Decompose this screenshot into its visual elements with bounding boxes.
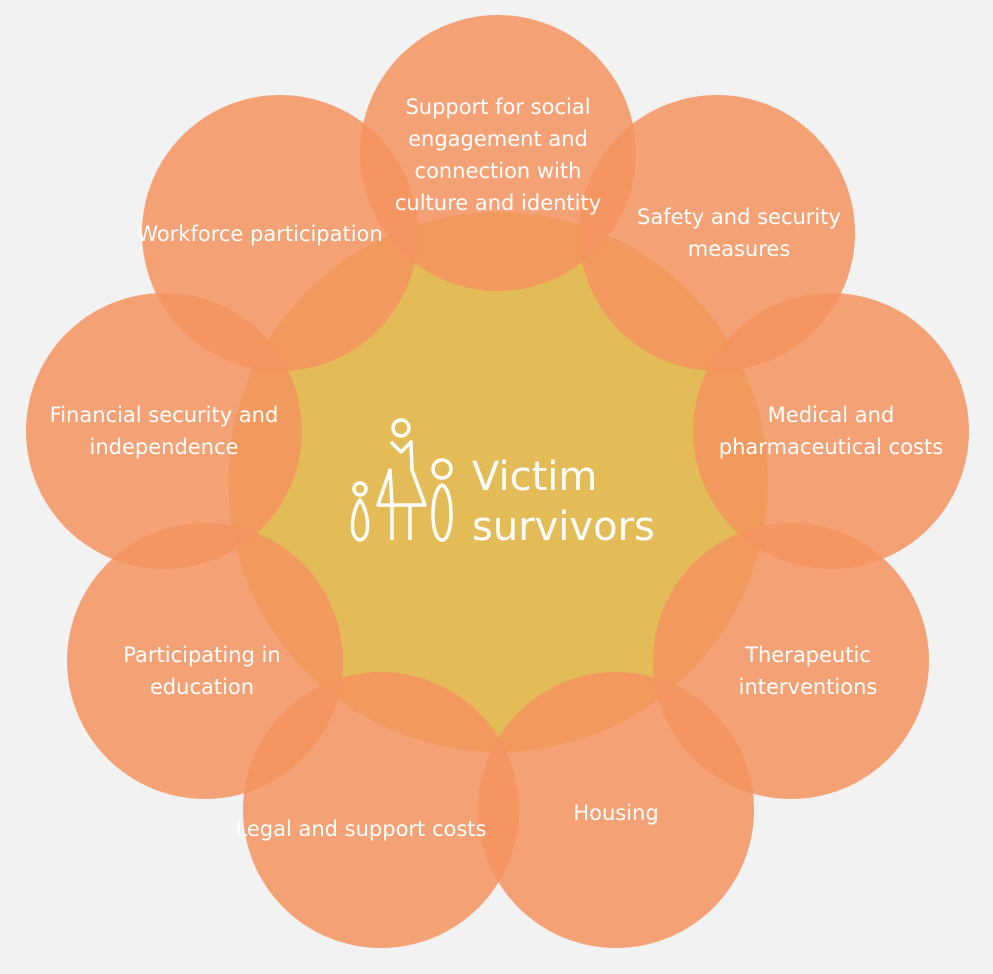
petal-social-engagement xyxy=(360,15,636,291)
center-disc xyxy=(228,212,768,752)
label-education: Participating in education xyxy=(123,643,281,699)
petal-medical-costs xyxy=(693,293,969,569)
petal-education xyxy=(67,523,343,799)
petal-housing xyxy=(478,672,754,948)
label-medical-costs: Medical and pharmaceutical costs xyxy=(718,403,944,459)
title-line-2: survivors xyxy=(472,504,655,550)
label-housing: Housing xyxy=(573,801,659,825)
center-title: Victim survivors xyxy=(472,452,655,552)
label-safety-security: Safety and security measures xyxy=(637,205,841,261)
label-social-engagement: Support for social engagement and connec… xyxy=(394,95,602,215)
family-icon xyxy=(350,418,453,542)
label-workforce: Workforce participation xyxy=(137,222,383,246)
label-therapeutic: Therapeutic interventions xyxy=(738,643,878,699)
label-legal-support: Legal and support costs xyxy=(235,817,487,841)
label-financial-security: Financial security and independence xyxy=(49,403,279,459)
title-line-1: Victim xyxy=(472,454,598,500)
petal-workforce xyxy=(142,95,418,371)
